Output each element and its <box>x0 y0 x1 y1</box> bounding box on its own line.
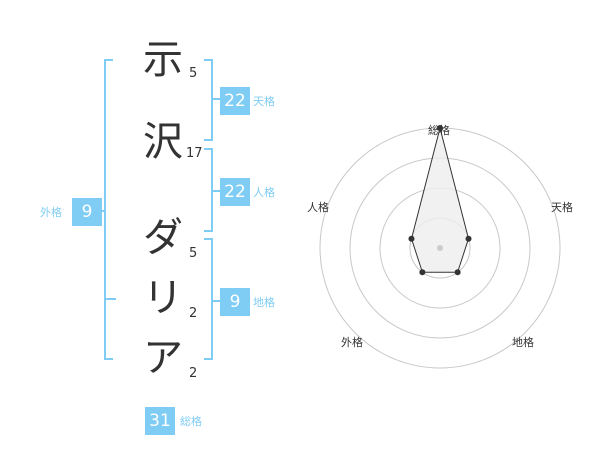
tenkaku-label: 天格 <box>253 95 275 108</box>
radar-point-4 <box>419 269 426 276</box>
chikaku-bracket <box>204 238 213 360</box>
chikaku-value-badge: 9 <box>220 288 250 316</box>
radar-point-2 <box>465 235 472 242</box>
jinkaku-label: 人格 <box>253 186 275 199</box>
stroke-count-3: 5 <box>189 246 198 261</box>
radar-axis-label-gaikaku: 外格 <box>341 336 363 349</box>
stroke-count-4: 2 <box>189 306 198 321</box>
gaikaku-label: 外格 <box>40 206 62 219</box>
radar-polygon <box>410 127 470 273</box>
radar-point-1 <box>437 125 443 131</box>
chikaku-bracket-tick <box>211 300 220 302</box>
gaikaku-value-badge: 9 <box>72 198 102 226</box>
soukaku-value-badge: 31 <box>145 407 175 435</box>
jinkaku-bracket-tick <box>211 190 220 192</box>
radar-axis-label-chikaku: 地格 <box>512 336 534 349</box>
radar-axis-label-soukaku: 総格 <box>428 124 450 137</box>
jinkaku-value-badge: 22 <box>220 178 250 206</box>
name-char-2: 沢 <box>143 119 183 165</box>
stroke-count-5: 2 <box>189 366 198 381</box>
name-char-5: ア <box>143 335 183 381</box>
radar-center-dot <box>437 245 443 251</box>
name-char-1: 示 <box>143 37 183 83</box>
gaikaku-bracket-tick <box>104 298 116 300</box>
radar-point-5 <box>408 235 415 242</box>
name-char-4: リ <box>143 275 183 321</box>
gaikaku-bracket-tick-left <box>102 210 106 212</box>
stroke-count-1: 5 <box>189 66 198 81</box>
tenkaku-value-badge: 22 <box>220 87 250 115</box>
chikaku-label: 地格 <box>253 296 275 309</box>
tenkaku-bracket-tick <box>211 98 220 100</box>
radar-axis-label-jinkaku: 人格 <box>307 201 329 214</box>
stroke-count-2: 17 <box>186 146 203 161</box>
gaikaku-bracket <box>104 59 113 360</box>
radar-axis-label-tenkaku: 天格 <box>551 201 573 214</box>
soukaku-label: 総格 <box>180 415 202 428</box>
tenkaku-bracket <box>204 59 213 141</box>
radar-point-3 <box>454 269 461 276</box>
name-char-3: ダ <box>143 215 183 261</box>
